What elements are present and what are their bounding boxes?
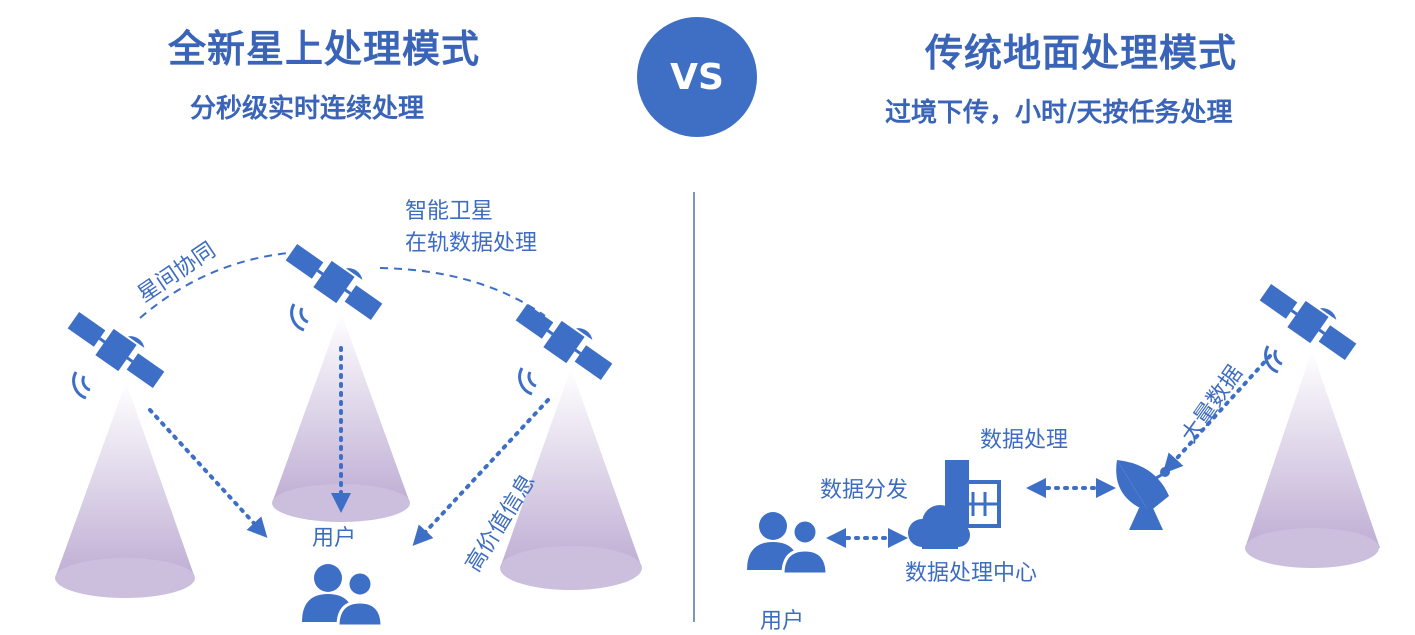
right-subtitle: 过境下传，小时/天按任务处理: [885, 98, 1233, 128]
label-smart-sat-1: 智能卫星: [405, 199, 494, 224]
left-subtitle: 分秒级实时连续处理: [190, 94, 425, 124]
vs-badge: VS: [637, 17, 757, 137]
arrow-left-sat-to-user: [148, 408, 268, 538]
divider: [693, 192, 695, 622]
satellite-icon: [510, 292, 621, 387]
satellite-icon: [62, 300, 173, 395]
cone-left: [55, 382, 195, 598]
satellite-icon: [280, 232, 391, 327]
signal-icon: [518, 366, 538, 396]
label-user-right: 用户: [760, 609, 805, 634]
right-title: 传统地面处理模式: [925, 31, 1238, 75]
cone-right-panel: [1245, 350, 1380, 568]
intersat-link-left: [139, 251, 301, 319]
left-title: 全新星上处理模式: [168, 27, 481, 71]
label-processing: 数据处理: [980, 428, 1069, 453]
cloud-icon: [908, 505, 970, 549]
user-group-icon: [300, 562, 384, 628]
arrow-sat-to-dish: [1162, 354, 1272, 474]
signal-icon: [290, 302, 310, 332]
label-center: 数据处理中心: [905, 561, 1038, 586]
dish-antenna-icon: [1116, 460, 1170, 530]
signal-icon: [72, 370, 92, 400]
intersat-link-right: [379, 267, 546, 317]
label-smart-sat-2: 在轨数据处理: [405, 231, 538, 256]
satellite-icon: [1254, 272, 1365, 367]
label-distribution: 数据分发: [820, 478, 909, 503]
user-group-icon: [745, 510, 829, 576]
label-user-left: 用户: [312, 526, 357, 551]
cone-right: [500, 368, 642, 590]
